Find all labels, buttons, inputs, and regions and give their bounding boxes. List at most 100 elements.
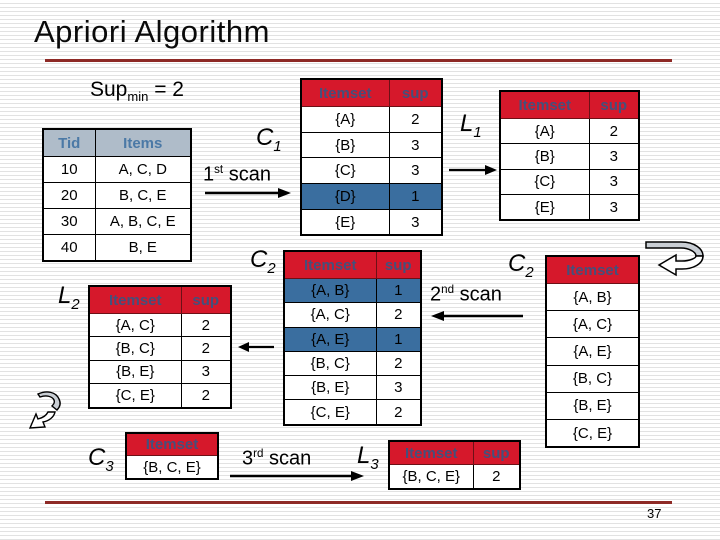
title-underline bbox=[45, 59, 672, 62]
table-cell: {B, C, E} bbox=[388, 464, 474, 490]
table-cell: 2 bbox=[180, 312, 232, 338]
table-cell: 3 bbox=[375, 375, 422, 401]
table-row-highlighted: {D}1 bbox=[300, 183, 443, 210]
table-cell: 1 bbox=[388, 183, 443, 210]
table-cell: {B, C} bbox=[283, 350, 377, 377]
table-cell: 3 bbox=[388, 208, 443, 236]
table-cell: {B, E} bbox=[283, 375, 377, 401]
table-cell: 2 bbox=[388, 106, 443, 133]
table-header-cell: Itemset bbox=[88, 285, 182, 314]
table-row: {C, E} bbox=[545, 418, 640, 448]
table-header-row: Tid Items bbox=[42, 128, 192, 157]
scan3-arrow-right bbox=[230, 471, 364, 481]
c2-mid-label: C2 bbox=[250, 246, 276, 277]
table-cell: 2 bbox=[588, 117, 640, 145]
c3-table: Itemset {B, C, E} bbox=[125, 432, 219, 480]
l3-table: Itemset sup {B, C, E}2 bbox=[388, 440, 521, 490]
scan2-arrow-left bbox=[431, 311, 523, 321]
table-cell: {C, E} bbox=[545, 418, 640, 448]
scan1-label: 1st scan bbox=[203, 163, 271, 186]
table-header-cell: Itemset bbox=[125, 432, 219, 456]
table-cell: 1 bbox=[375, 326, 422, 352]
table-cell: 20 bbox=[42, 182, 96, 209]
table-cell: 3 bbox=[388, 131, 443, 159]
table-header-cell: sup bbox=[388, 78, 443, 107]
table-header-cell: sup bbox=[588, 90, 640, 119]
c3-label: C3 bbox=[88, 444, 114, 475]
table-cell: {B, C} bbox=[88, 336, 182, 361]
table-row: {B, C, E}2 bbox=[388, 464, 521, 490]
table-cell: 2 bbox=[180, 336, 232, 361]
table-cell: {E} bbox=[499, 193, 590, 221]
table-row: {B, C}2 bbox=[283, 350, 422, 377]
table-cell: 3 bbox=[588, 168, 640, 195]
table-cell: 2 bbox=[180, 383, 232, 409]
table-cell: 2 bbox=[375, 399, 422, 426]
table-header-row: Itemset bbox=[545, 255, 640, 284]
table-row: {E}3 bbox=[300, 208, 443, 236]
table-cell: 3 bbox=[588, 143, 640, 170]
table-cell: {B, E} bbox=[88, 359, 182, 385]
table-cell: {B} bbox=[300, 131, 390, 159]
table-row: {A}2 bbox=[300, 106, 443, 133]
table-row: {B, C} bbox=[545, 364, 640, 393]
table-cell: {C} bbox=[300, 157, 390, 185]
table-row: {B, E}3 bbox=[88, 359, 232, 385]
c2-to-l2-arrow-left bbox=[238, 342, 274, 352]
table-header-cell: Itemset bbox=[545, 255, 640, 284]
table-cell: 3 bbox=[180, 359, 232, 385]
table-header-cell: sup bbox=[375, 250, 422, 279]
table-header-cell: sup bbox=[472, 440, 521, 465]
scan2-label: 2nd scan bbox=[430, 283, 502, 306]
table-cell: 2 bbox=[472, 464, 521, 490]
scan3-label: 3rd scan bbox=[242, 447, 312, 470]
table-row: {B, E} bbox=[545, 391, 640, 420]
table-cell: {C, E} bbox=[88, 383, 182, 409]
table-row: {A, C} bbox=[545, 310, 640, 339]
page-title: Apriori Algorithm bbox=[34, 14, 270, 49]
table-row: {B, C}2 bbox=[88, 336, 232, 361]
table-row-highlighted: {A, B}1 bbox=[283, 277, 422, 304]
table-row-highlighted: {A, E}1 bbox=[283, 326, 422, 352]
l1-table: Itemset sup {A}2 {B}3 {C}3 {E}3 bbox=[499, 90, 640, 222]
table-header-row: Itemset sup bbox=[300, 78, 443, 107]
table-header-cell: Itemset bbox=[300, 78, 390, 107]
table-cell: A, B, C, E bbox=[94, 208, 192, 235]
c2-counts-table: Itemset sup {A, B}1 {A, C}2 {A, E}1 {B, … bbox=[283, 250, 422, 426]
table-cell: {A, E} bbox=[545, 337, 640, 366]
loop-arrow-icon bbox=[645, 241, 704, 277]
page-number: 37 bbox=[647, 506, 662, 521]
loop-arrow-icon bbox=[28, 391, 61, 429]
table-row: {B}3 bbox=[499, 143, 640, 170]
table-cell: {A, C} bbox=[283, 302, 377, 328]
table-cell: {A} bbox=[499, 117, 590, 145]
table-cell: {D} bbox=[300, 183, 390, 210]
table-row: {C}3 bbox=[499, 168, 640, 195]
table-cell: A, C, D bbox=[94, 156, 192, 183]
table-header-cell: Itemset bbox=[499, 90, 590, 119]
table-row: {C, E}2 bbox=[283, 399, 422, 426]
min-support-label: Supmin = 2 bbox=[90, 78, 184, 105]
table-header-row: Itemset sup bbox=[88, 285, 232, 314]
table-row: {A, C}2 bbox=[283, 302, 422, 328]
table-cell: 2 bbox=[375, 350, 422, 377]
table-cell: {B} bbox=[499, 143, 590, 170]
table-cell: {B, C} bbox=[545, 364, 640, 393]
table-cell: 3 bbox=[588, 193, 640, 221]
table-cell: B, C, E bbox=[94, 182, 192, 209]
c2-candidates-table: Itemset {A, B} {A, C} {A, E} {B, C} {B, … bbox=[545, 255, 640, 449]
table-header-cell: Itemset bbox=[388, 440, 474, 465]
table-cell: 30 bbox=[42, 208, 96, 235]
c1-to-l1-arrow-right bbox=[449, 165, 497, 175]
table-cell: {B, C, E} bbox=[125, 455, 219, 480]
table-row: {A, B} bbox=[545, 282, 640, 312]
c1-table: Itemset sup {A}2 {B}3 {C}3 {D}1 {E}3 bbox=[300, 78, 443, 237]
table-row: {C, E}2 bbox=[88, 383, 232, 409]
table-row: {A, E} bbox=[545, 337, 640, 366]
table-cell: {B, E} bbox=[545, 391, 640, 420]
